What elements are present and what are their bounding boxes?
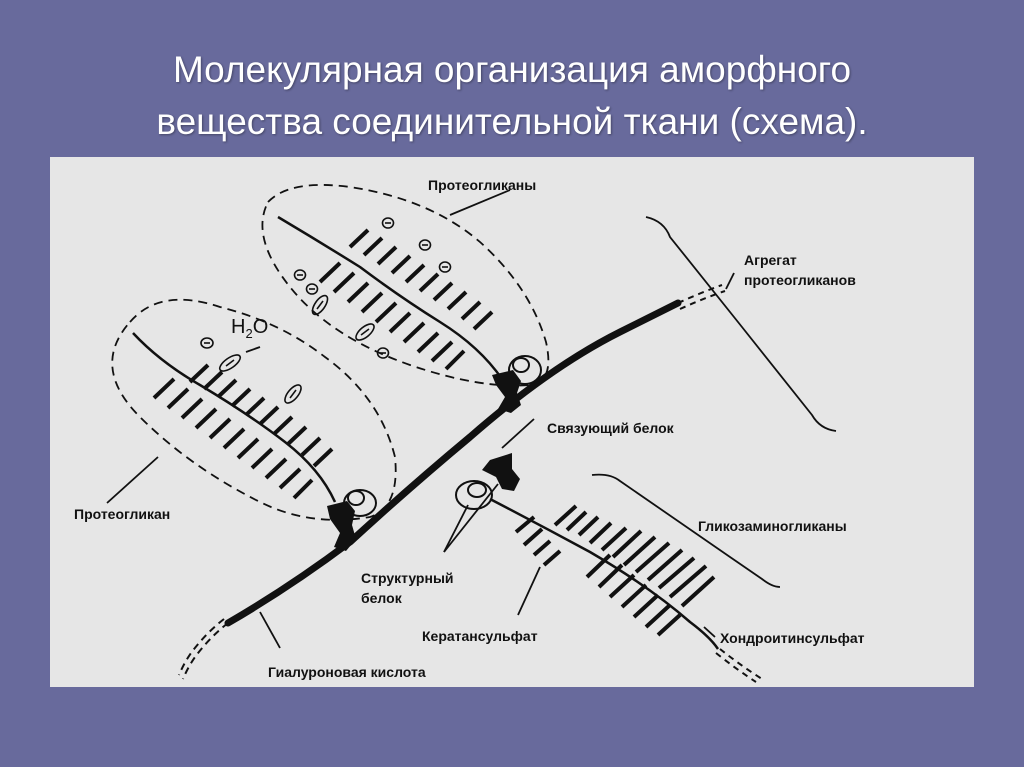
label-linking-protein: Связующий белок <box>547 420 675 436</box>
proteoglycan-lower-right <box>455 453 763 683</box>
aggregate-bracket <box>645 216 837 432</box>
label-proteoglycan: Протеогликан <box>74 506 170 522</box>
label-aggregate-line-1: Агрегат <box>744 252 797 268</box>
label-proteoglycans: Протеогликаны <box>428 177 536 193</box>
label-glycosaminoglycans: Гликозаминогликаны <box>698 518 847 534</box>
proteoglycan-aggregate-diagram: Протеогликаны Агрегат протеогликанов H2O… <box>74 177 865 683</box>
hyaluronic-acid-backbone <box>178 284 726 680</box>
slide-title-line-1: Молекулярная организация аморфного <box>172 49 852 90</box>
slide-title-line-2: вещества соединительной ткани (схема). <box>156 101 868 142</box>
proteoglycan-left <box>111 298 397 551</box>
label-structural-protein-line-2: белок <box>361 590 403 606</box>
glycosaminoglycans-bracket <box>591 473 781 588</box>
diagram-panel: Протеогликаны Агрегат протеогликанов H2O… <box>50 157 974 687</box>
label-keratan-sulfate: Кератансульфат <box>422 628 538 644</box>
label-hyaluronic-acid: Гиалуроновая кислота <box>268 664 426 680</box>
label-aggregate-line-2: протеогликанов <box>744 272 856 288</box>
proteoglycan-upper <box>261 184 550 413</box>
leader-lines <box>106 189 837 649</box>
label-water-subscript: 2 <box>245 326 252 341</box>
label-water-h: H <box>231 316 245 338</box>
label-water: H2O <box>231 316 268 341</box>
label-structural-protein-line-1: Структурный <box>361 570 454 586</box>
label-water-o: O <box>253 316 269 338</box>
slide-title: Молекулярная организация аморфного вещес… <box>0 44 1024 148</box>
label-chondroitin-sulfate: Хондроитинсульфат <box>720 630 865 646</box>
